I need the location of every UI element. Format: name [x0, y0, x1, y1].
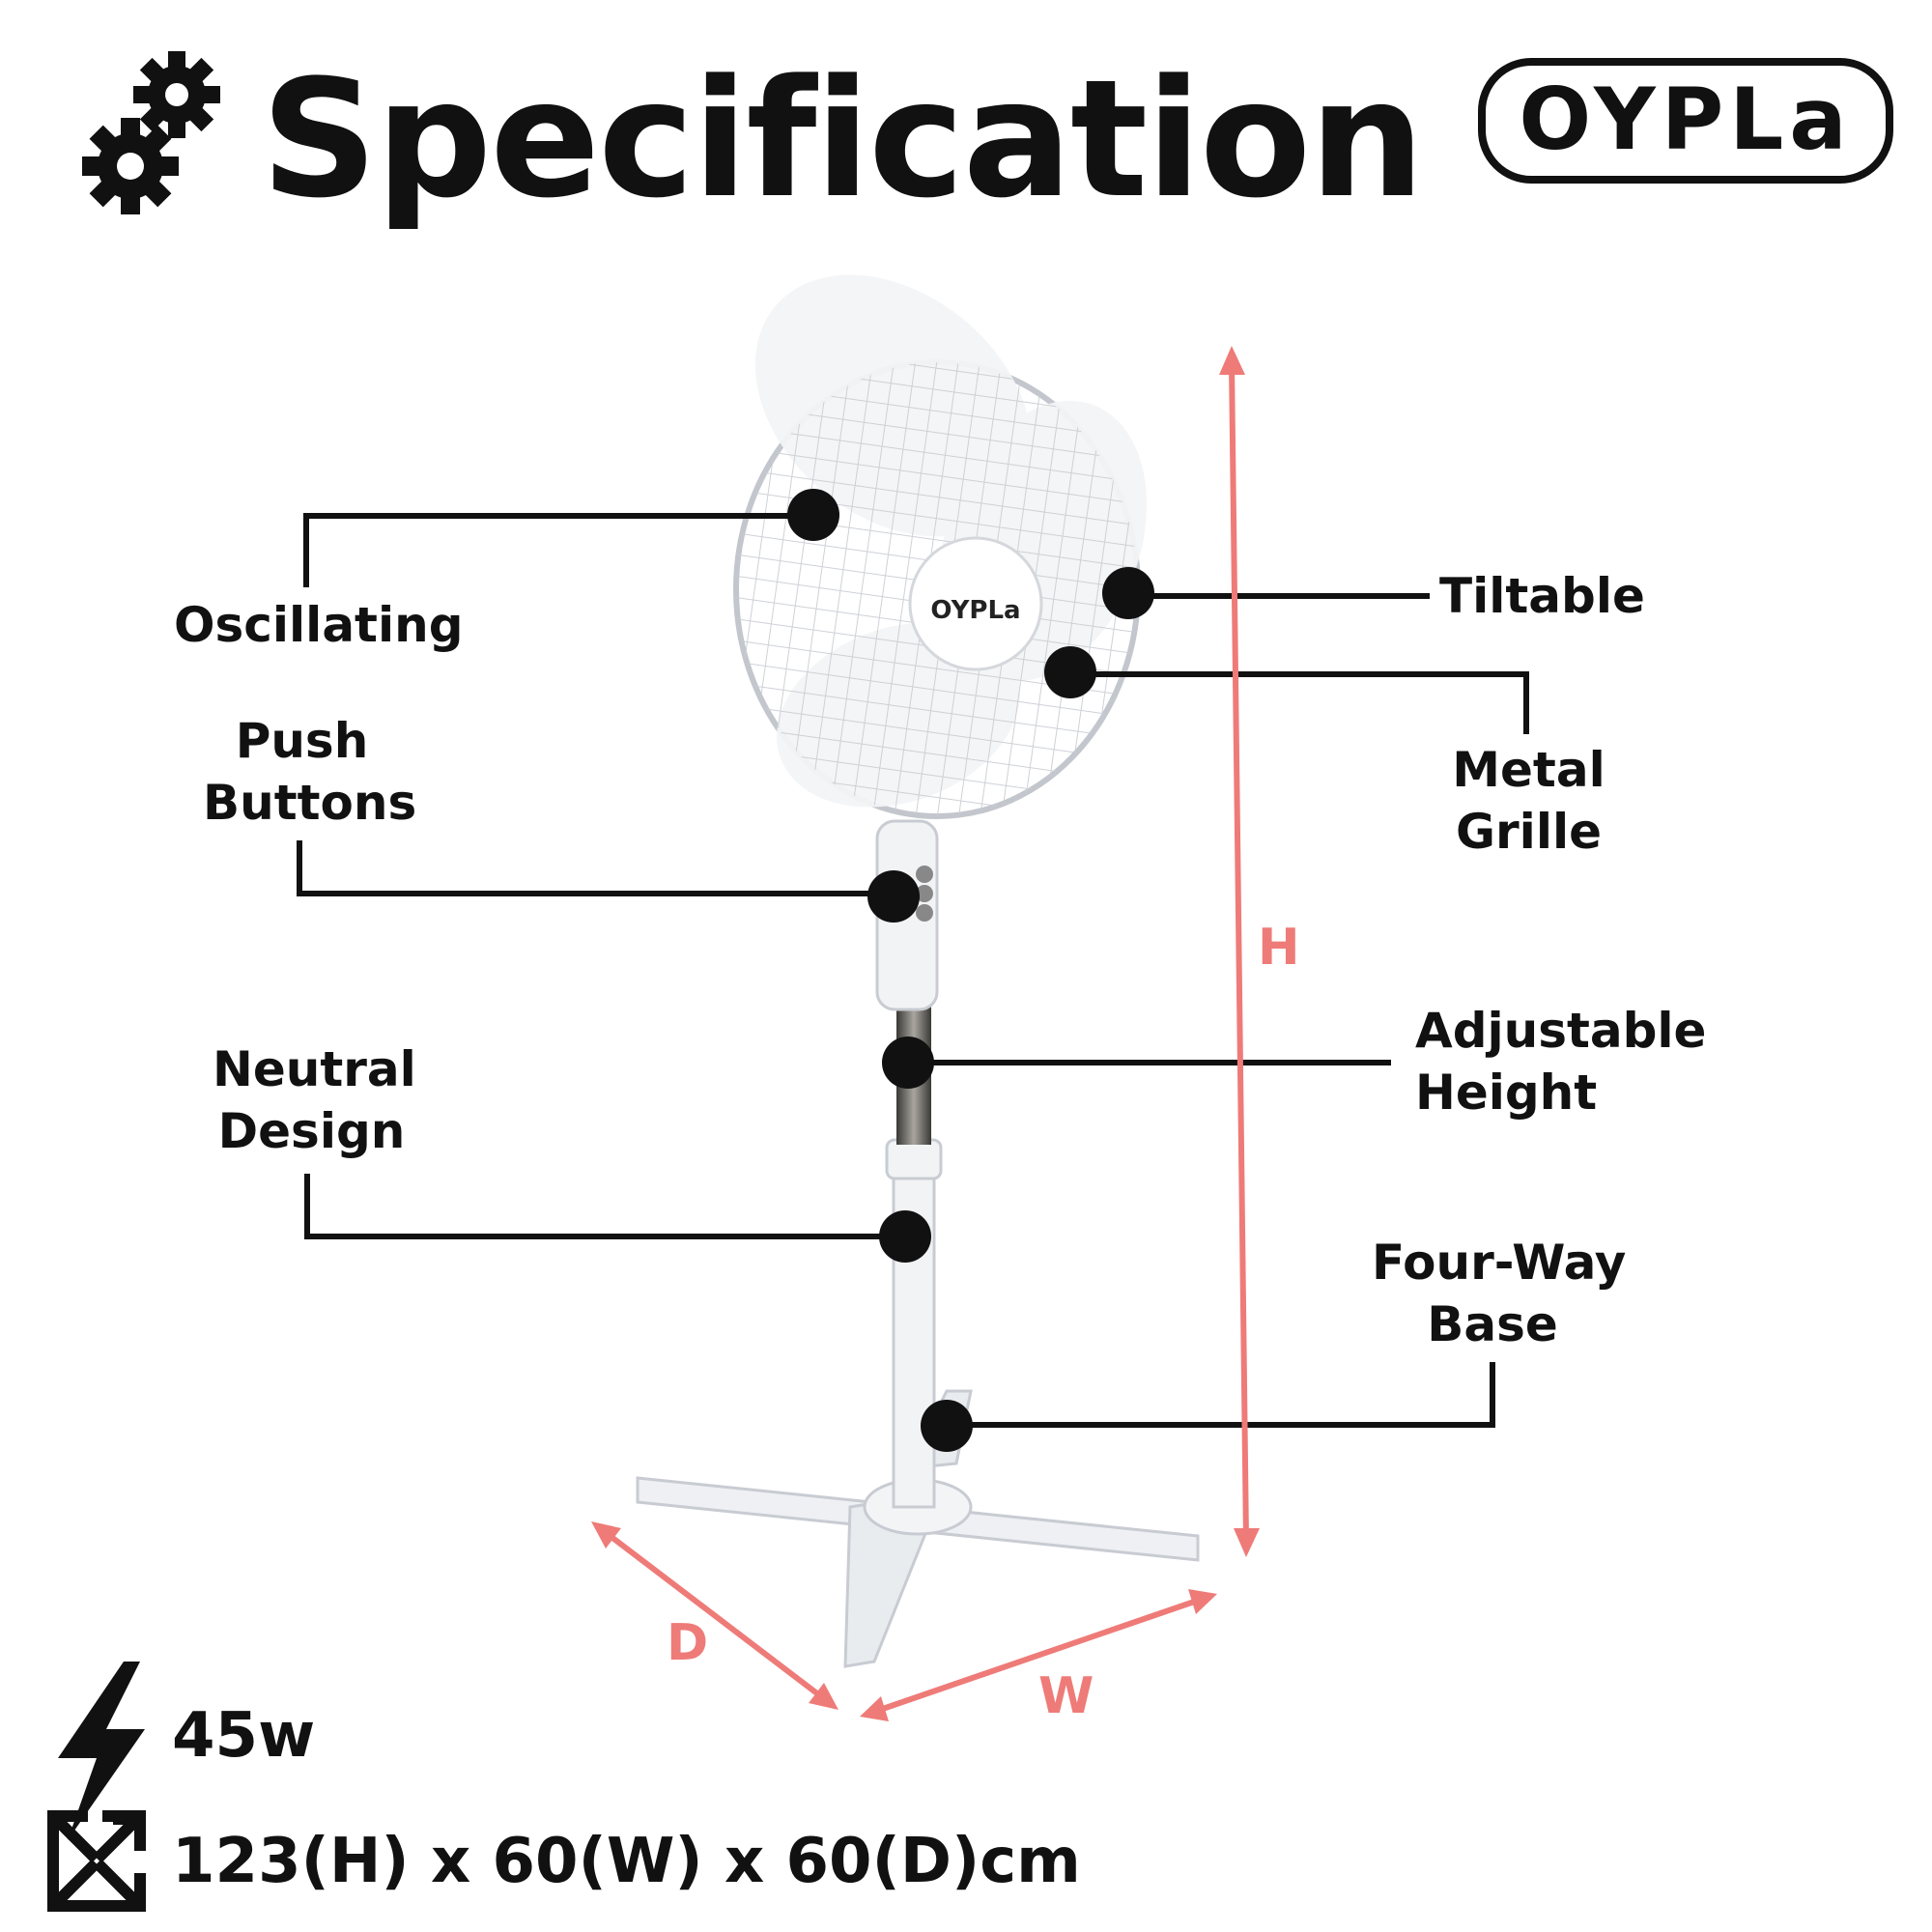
- dot-metal-grille: [1044, 646, 1096, 698]
- expand-arrows-icon: [47, 1810, 146, 1912]
- height-arrow-bottom: [1234, 1528, 1260, 1557]
- leader-lines: [297, 513, 1529, 1428]
- label-metal-grille-line2: Grille: [1455, 804, 1603, 860]
- label-metal-grille: Metal Grille: [1439, 739, 1618, 863]
- label-neutral-design-line2: Design: [217, 1103, 406, 1159]
- label-metal-grille-line1: Metal: [1452, 742, 1605, 798]
- leader-dots: [787, 489, 1154, 1452]
- label-oscillating: Oscillating: [174, 597, 464, 653]
- label-adjustable-height-line2: Height: [1415, 1065, 1598, 1121]
- lightning-bolt-icon: [58, 1662, 145, 1840]
- dot-oscillating: [787, 489, 839, 541]
- fan-head: OYPLa: [733, 274, 1148, 819]
- spec-power: 45w: [172, 1700, 316, 1772]
- dot-four-way-base: [921, 1400, 973, 1452]
- dot-adjustable-height: [882, 1037, 934, 1089]
- dimension-arrows: [591, 346, 1260, 1721]
- dot-push-buttons: [867, 870, 920, 923]
- label-adjustable-height: Adjustable Height: [1415, 1000, 1706, 1123]
- page-title: Specification: [261, 44, 1425, 234]
- dimension-label-h: H: [1258, 919, 1300, 977]
- width-arrow-line: [873, 1596, 1204, 1715]
- dot-tiltable: [1102, 567, 1154, 619]
- dot-neutral-design: [879, 1210, 931, 1263]
- brand-logo-text: OYPLa: [1519, 70, 1853, 169]
- label-push-buttons-line1: Push: [235, 713, 369, 769]
- label-neutral-design-line1: Neutral: [213, 1041, 416, 1097]
- label-neutral-design: Neutral Design: [213, 1038, 416, 1162]
- brand-logo: OYPLa: [1478, 58, 1893, 184]
- hub-logo-text: OYPLa: [930, 596, 1020, 625]
- height-arrow-line: [1229, 361, 1249, 1542]
- label-four-way-base: Four-Way Base: [1372, 1232, 1627, 1355]
- depth-arrow-line: [602, 1528, 828, 1703]
- fan-pole: [875, 819, 943, 1509]
- label-four-way-base-line1: Four-Way: [1372, 1235, 1627, 1291]
- label-push-buttons-line2: Buttons: [203, 775, 417, 831]
- label-adjustable-height-line1: Adjustable: [1415, 1003, 1707, 1059]
- label-tiltable: Tiltable: [1439, 568, 1645, 624]
- dimension-label-d: D: [667, 1614, 709, 1672]
- label-push-buttons: Push Buttons: [203, 710, 417, 834]
- label-four-way-base-line2: Base: [1427, 1296, 1558, 1352]
- dimension-label-w: W: [1038, 1667, 1094, 1725]
- height-arrow-top: [1219, 346, 1245, 375]
- spec-size: 123(H) x 60(W) x 60(D)cm: [172, 1826, 1081, 1897]
